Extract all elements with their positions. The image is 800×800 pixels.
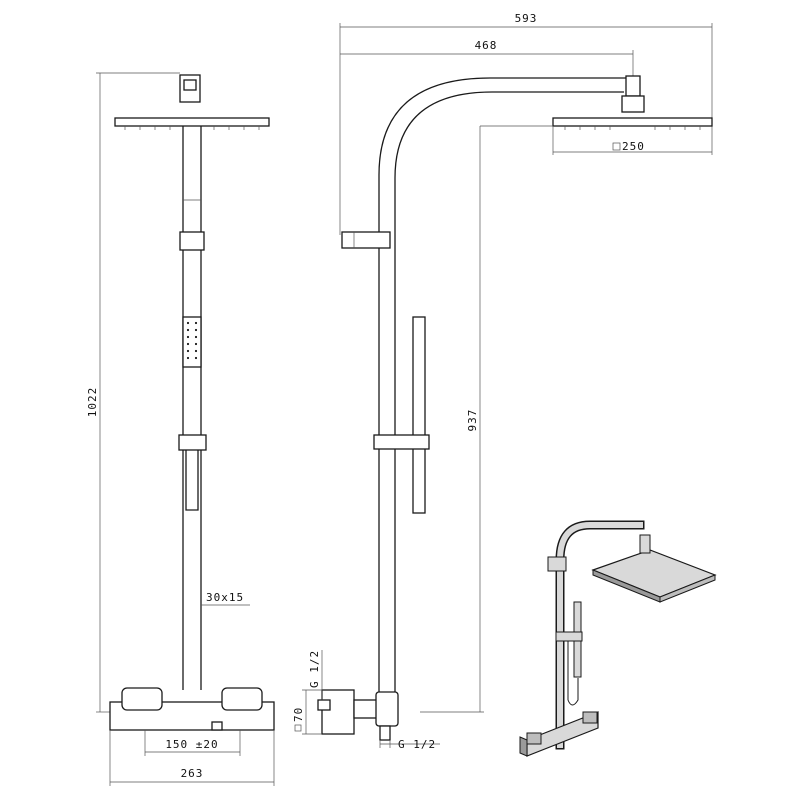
mixer-spacing-dim-label: 150 ±20 (165, 738, 218, 751)
arm-reach-dim-label: 593 (515, 12, 538, 25)
hand-shower-holder (178, 434, 207, 451)
shower-head-side (552, 117, 713, 127)
bracket-top (179, 231, 205, 251)
shower-head-side-nozzles (564, 126, 701, 130)
head-height-dim-label: 937 (466, 409, 479, 432)
side-view: 593 468 250 (292, 12, 713, 751)
hand-shower-side (412, 316, 426, 514)
head-size-dim-label: 250 (622, 140, 645, 153)
shower-arm-outer (378, 77, 633, 235)
square-dim-label: 70 (292, 707, 305, 722)
shower-head-front (114, 117, 270, 127)
product-render (519, 520, 717, 757)
square-symbol-head (612, 142, 621, 151)
overall-width-dim-label: 263 (181, 767, 204, 780)
mixer-handle-right (221, 687, 263, 711)
shower-head-nozzles (124, 126, 260, 130)
mixer-handle-left (121, 687, 163, 711)
render-shower-head (591, 549, 717, 598)
arm-offset-dim-label: 468 (475, 39, 498, 52)
inlet-thread-top-label: G 1/2 (308, 650, 321, 688)
tube-dim-label: 30x15 (206, 591, 244, 604)
mixer-side-cap (375, 691, 399, 727)
hand-shower-holes (186, 321, 198, 360)
inlet-thread-bottom-label: G 1/2 (398, 738, 436, 751)
mixer-side-body (321, 689, 355, 735)
hand-shower-holder-side (373, 434, 430, 450)
square-symbol-mixer (294, 724, 302, 732)
shower-arm-inner (394, 91, 624, 235)
hand-shower-front (182, 316, 202, 368)
front-view: 1022 (86, 72, 275, 786)
head-swivel (621, 95, 645, 113)
wall-bracket-side (341, 231, 391, 249)
height-dim-label: 1022 (86, 387, 99, 418)
